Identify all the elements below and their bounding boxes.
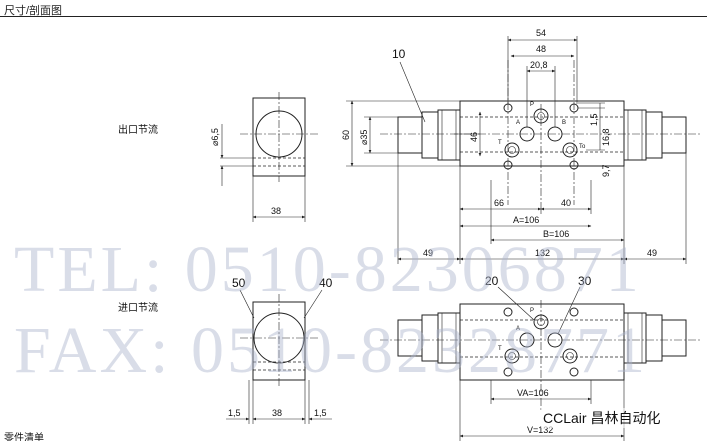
dim-16-8: 16,8 (601, 128, 611, 146)
dim-49-left: 49 (423, 248, 433, 258)
dim-width-38-bottom: 38 (272, 408, 282, 418)
dim-1-5-right: 1,5 (589, 113, 599, 126)
brand-logo-text: CCLair 昌林自动化 (541, 408, 663, 428)
dim-VA-106: VA=106 (517, 388, 549, 398)
dim-60: 60 (341, 130, 351, 140)
dim-54: 54 (536, 28, 546, 38)
front-view-top: 54 48 20,8 60 ⌀35 46 1,5 16,8 9,7 66 (341, 28, 700, 264)
dim-bore-6-5: ⌀6,5 (210, 128, 220, 146)
port-label-To: To (579, 144, 586, 150)
callout-40: 40 (319, 276, 333, 290)
callout-50: 50 (232, 276, 246, 290)
page-title: 尺寸/剖面图 (4, 5, 63, 17)
callout-30: 30 (578, 274, 592, 288)
side-view-bottom: 1,5 38 1,5 (226, 289, 332, 424)
dim-dia-35: ⌀35 (359, 130, 369, 145)
watermark-tel: TEL: 0510-82306871 (14, 233, 642, 306)
dim-A-106: A=106 (513, 215, 539, 225)
port-label-P: P (530, 102, 534, 108)
watermark-fax: FAX: 0510-82328771 (14, 314, 648, 387)
header-divider (0, 16, 707, 17)
dim-49-right: 49 (647, 248, 657, 258)
label-outlet-throttle: 出口节流 (118, 123, 158, 136)
partial-label: 零件清单 (4, 431, 44, 441)
dim-132: 132 (535, 248, 550, 258)
port-label-P-bottom: P (530, 308, 534, 314)
side-view-top: ⌀6,5 38 (210, 92, 318, 222)
dim-gap-1-5-left: 1,5 (228, 408, 241, 418)
port-label-A-bottom: A (516, 326, 520, 332)
port-label-A: A (516, 120, 520, 126)
port-label-T-bottom: T (498, 346, 502, 352)
callout-10: 10 (392, 47, 406, 61)
dim-B-106: B=106 (543, 229, 569, 239)
dim-gap-1-5-right: 1,5 (314, 408, 327, 418)
port-label-B: B (562, 120, 566, 126)
front-view-bottom: VA=106 V=132 (380, 286, 700, 441)
label-inlet-throttle: 进口节流 (118, 301, 158, 314)
dim-48: 48 (536, 44, 546, 54)
dim-66: 66 (494, 198, 504, 208)
dim-V-132: V=132 (527, 425, 553, 435)
dim-46: 46 (469, 132, 479, 142)
dim-9-7: 9,7 (601, 164, 611, 177)
dim-width-38-top: 38 (271, 206, 281, 216)
port-label-T: T (498, 140, 502, 146)
callout-20: 20 (485, 274, 499, 288)
dim-20-8: 20,8 (530, 60, 548, 70)
dim-40: 40 (561, 198, 571, 208)
